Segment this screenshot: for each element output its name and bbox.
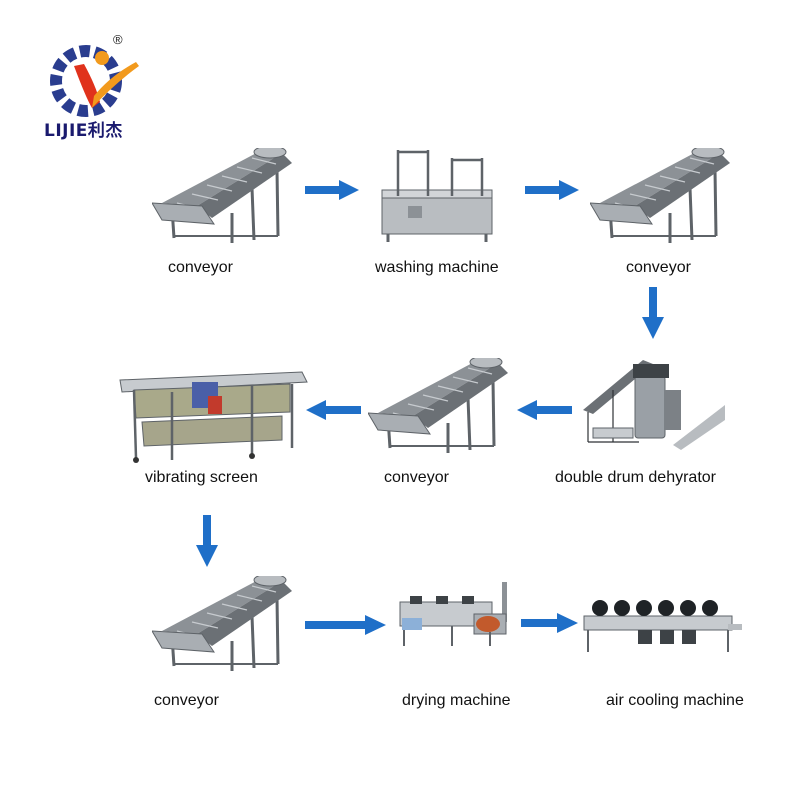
step-label-conveyor-3: conveyor [384,469,449,486]
vibrating-screen-image [119,371,308,463]
arrow-right-4 [521,613,578,633]
logo-text: LIJIE利杰 [44,121,123,141]
arrow-right-2 [525,180,579,200]
arrow-down-2 [196,515,218,567]
arrow-right-1 [305,180,359,200]
gear-logo-icon [50,45,139,117]
air-cooling-machine-image [583,600,742,652]
washing-machine-image [381,150,493,242]
step-label-conveyor-1: conveyor [168,259,233,276]
conveyor-3-image [368,358,510,455]
conveyor-1-image [152,148,294,245]
arrow-left-2 [306,400,361,420]
arrow-right-3 [305,615,386,635]
step-label-air-cooling-machine: air cooling machine [606,692,744,709]
step-label-conveyor-2: conveyor [626,259,691,276]
step-label-double-drum-dehydrator: double drum dehyrator [555,469,716,486]
conveyor-2-image [590,148,732,245]
conveyor-4-image [152,576,294,673]
arrow-down-1 [642,287,664,339]
arrow-left-1 [517,400,572,420]
step-label-washing-machine: washing machine [375,259,499,276]
registered-mark: ® [113,32,123,47]
step-label-conveyor-4: conveyor [154,692,219,709]
step-label-drying-machine: drying machine [402,692,511,709]
brand-logo: ® [40,30,150,140]
step-label-vibrating-screen: vibrating screen [145,469,258,486]
drying-machine-image [399,582,507,646]
double-drum-dehydrator-image [583,360,725,450]
